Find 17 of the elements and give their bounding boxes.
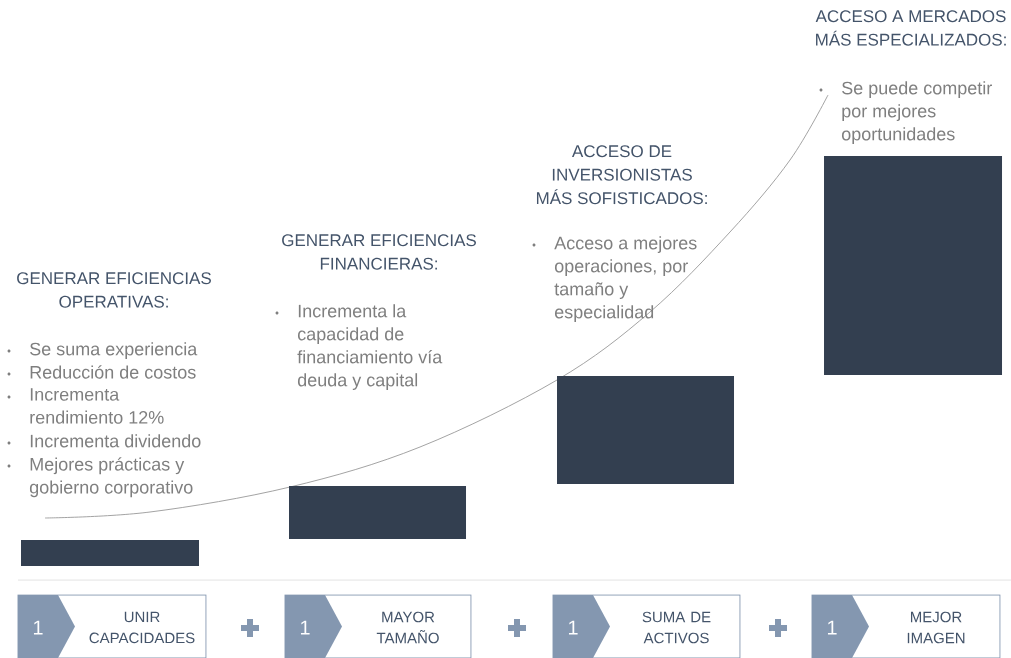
bullet-text: Incrementa la capacidad de financiamiento vía deuda y capital <box>297 304 443 390</box>
section-heading: ACCESO A MERCADOS MÁS ESPECIALIZADOS: <box>815 10 1006 46</box>
section-heading: GENERAR EFICIENCIAS FINANCIERAS: <box>282 234 476 270</box>
bar <box>21 540 199 566</box>
bar <box>289 486 466 539</box>
bar <box>557 376 734 484</box>
bullet-text: Reducción de costos <box>30 365 196 379</box>
section-heading: GENERAR EFICIENCIAS OPERATIVAS: <box>17 272 211 308</box>
step-box: 1 MAYOR TAMAÑO <box>284 594 472 658</box>
step-box: 1 SUMA DE ACTIVOS <box>552 594 741 658</box>
bullet-text: Se suma experiencia <box>30 342 198 359</box>
step-box: 1 MEJOR IMAGEN <box>811 594 1001 658</box>
bullet-text: Incrementa rendimiento 12% <box>30 388 164 424</box>
step-box: 1 UNIR CAPACIDADES <box>17 594 207 658</box>
section-heading: ACCESO DE INVERSIONISTAS MÁS SOFISTICADOS: <box>537 145 707 205</box>
bar <box>824 156 1002 375</box>
bullet-text: Incrementa dividendo <box>30 434 201 448</box>
